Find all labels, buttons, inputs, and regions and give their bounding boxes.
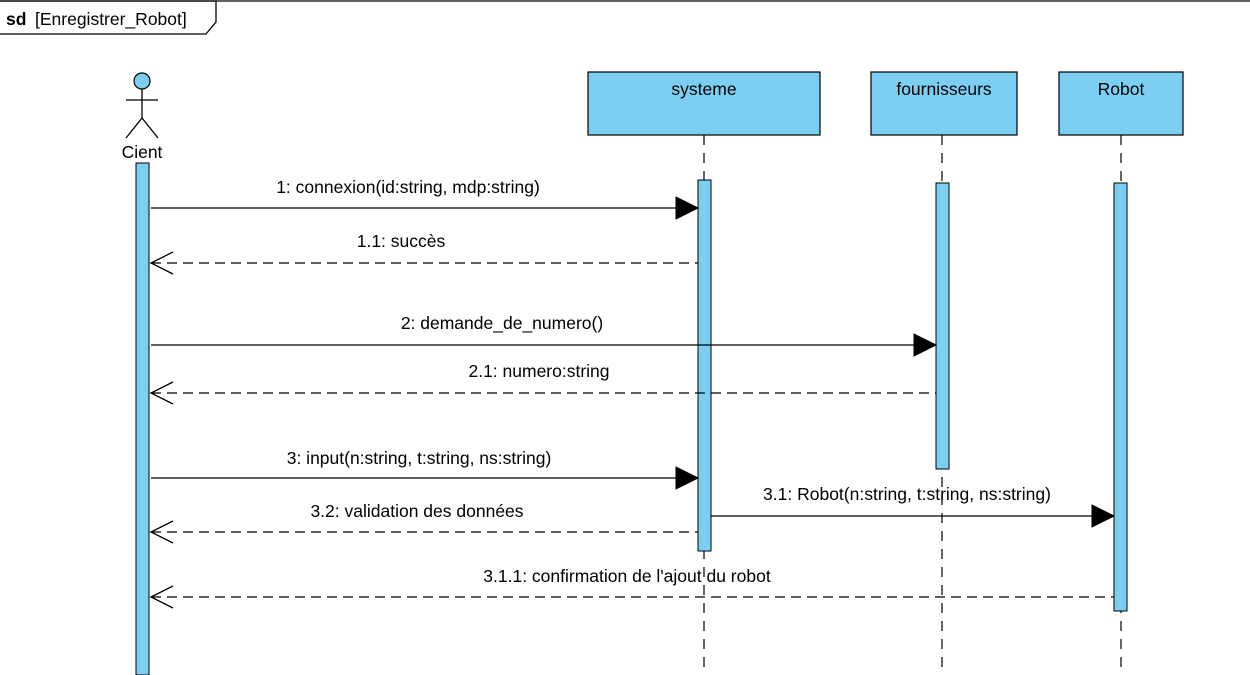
participant-robot: Robot	[1058, 71, 1184, 136]
actor-head	[133, 72, 151, 90]
message-label: 2: demande_de_numero()	[401, 313, 603, 334]
message-label: 3.2: validation des données	[310, 501, 523, 521]
activation-robot	[1113, 182, 1128, 612]
participant-box	[587, 71, 821, 136]
frame-keyword: sd	[6, 9, 26, 29]
arrow-head	[1091, 504, 1116, 528]
arrow-head	[675, 466, 700, 490]
message-label: 1: connexion(id:string, mdp:string)	[276, 177, 540, 197]
participant-box	[870, 71, 1018, 136]
open-arrow-head	[149, 251, 174, 275]
activation-fournisseurs	[935, 182, 950, 470]
arrow-head	[675, 196, 700, 220]
arrow-head	[913, 333, 938, 357]
participant-box	[1058, 71, 1184, 136]
message-label: 3: input(n:string, t:string, ns:string)	[287, 448, 552, 468]
actor-left-leg	[125, 117, 143, 139]
frame-name: [Enregistrer_Robot]	[35, 9, 187, 30]
participant-fournisseurs: fournisseurs	[870, 71, 1018, 136]
message-3-1-1: 3.1.1: confirmation de l'ajout du robot	[149, 566, 1114, 609]
open-arrow-head	[149, 381, 174, 405]
actor-label: Cient	[122, 142, 163, 162]
activation-client	[135, 162, 150, 675]
participant-label: fournisseurs	[896, 79, 992, 99]
open-arrow-head	[149, 585, 174, 609]
actor-client: Cient	[122, 72, 163, 162]
frame-label-box	[0, 0, 217, 35]
participant-label: Robot	[1098, 79, 1145, 99]
message-3: 3: input(n:string, t:string, ns:string)	[151, 448, 700, 490]
message-2: 2: demande_de_numero()	[151, 313, 938, 357]
frame-tab: sd [Enregistrer_Robot]	[0, 0, 1250, 35]
message-label: 1.1: succès	[357, 231, 446, 251]
message-3-1: 3.1: Robot(n:string, t:string, ns:string…	[711, 484, 1116, 528]
message-3-2: 3.2: validation des données	[149, 501, 698, 544]
message-label: 2.1: numero:string	[468, 361, 609, 381]
participant-label: systeme	[671, 79, 736, 99]
message-label: 3.1: Robot(n:string, t:string, ns:string…	[763, 484, 1051, 504]
actor-right-leg	[141, 117, 159, 139]
message-1-1: 1.1: succès	[149, 231, 698, 275]
activation-systeme	[697, 179, 712, 552]
message-1: 1: connexion(id:string, mdp:string)	[151, 177, 700, 220]
message-2-1: 2.1: numero:string	[149, 361, 936, 405]
open-arrow-head	[149, 520, 174, 544]
participant-systeme: systeme	[587, 71, 821, 136]
message-label: 3.1.1: confirmation de l'ajout du robot	[483, 566, 771, 586]
